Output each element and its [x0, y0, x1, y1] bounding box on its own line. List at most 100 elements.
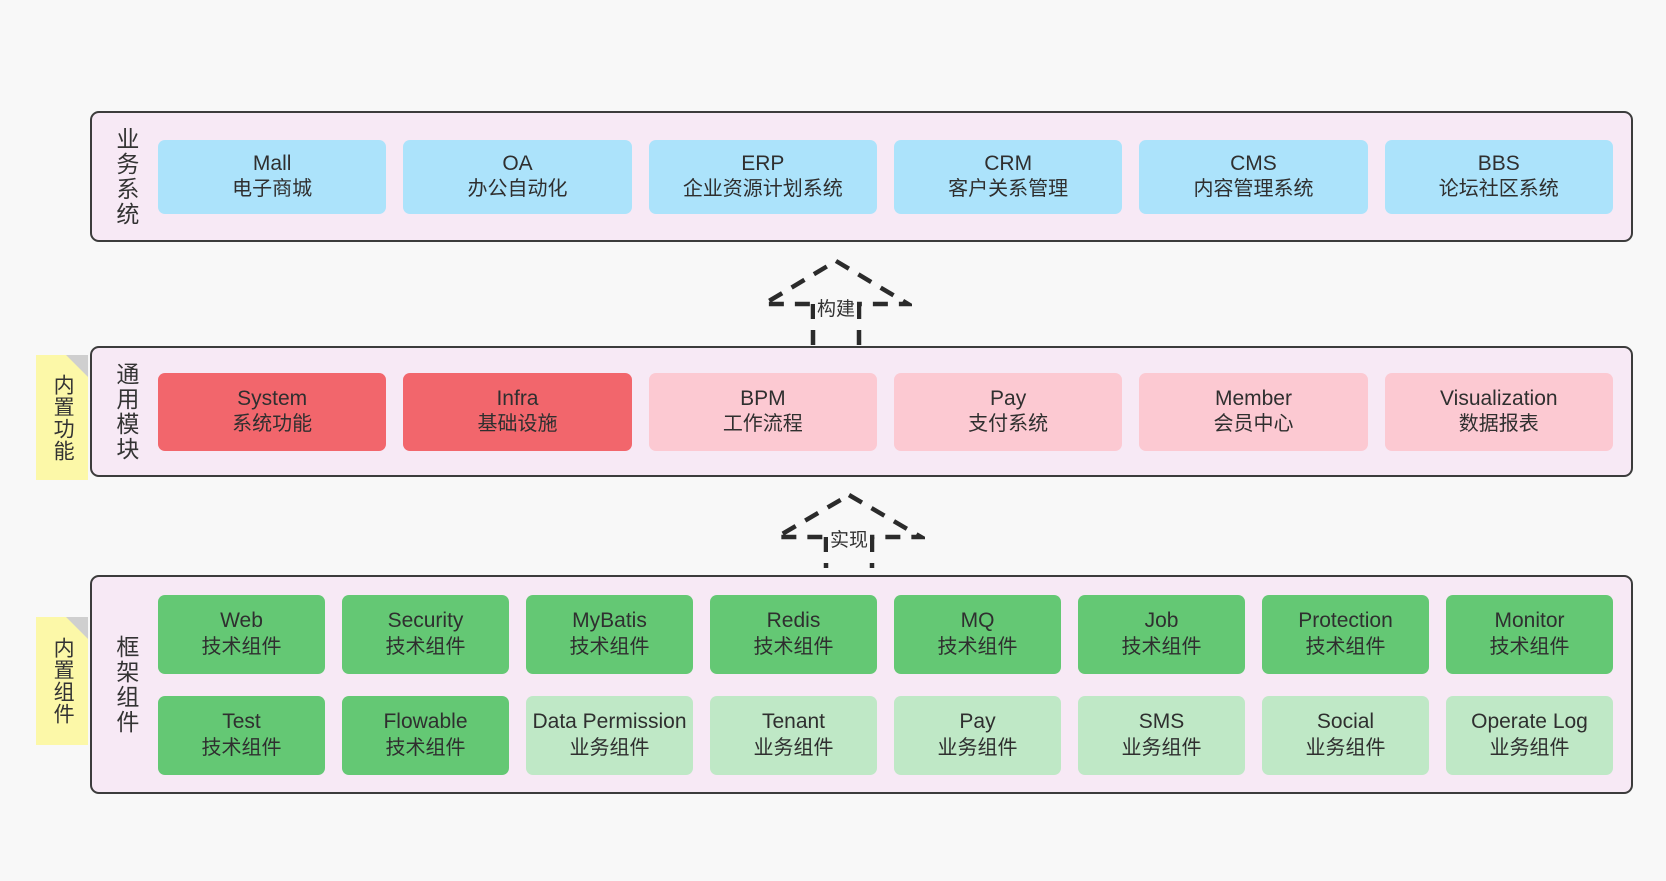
card-system[interactable]: System 系统功能: [158, 372, 387, 451]
card-title-en: SMS: [1138, 710, 1185, 734]
card-title-cn: 论坛社区系统: [1438, 178, 1559, 201]
card-pay-component[interactable]: Pay 业务组件: [894, 695, 1061, 775]
card-title-en: Redis: [766, 609, 821, 633]
card-row: Mall 电子商城 OA 办公自动化 ERP 企业资源计划系统 CRM 客户关系…: [158, 139, 1613, 214]
card-title-en: System: [237, 386, 308, 410]
card-title-en: Job: [1144, 609, 1179, 633]
card-title-cn: 业务组件: [569, 736, 650, 759]
card-flowable[interactable]: Flowable 技术组件: [342, 695, 509, 775]
note-label: 内置功能: [51, 373, 75, 462]
card-crm[interactable]: CRM 客户关系管理: [893, 139, 1123, 214]
card-oa[interactable]: OA 办公自动化: [403, 139, 632, 214]
layer-body-framework: Web 技术组件 Security 技术组件 MyBatis 技术组件 Redi…: [148, 577, 1631, 792]
card-title-en: Infra: [496, 386, 539, 410]
card-data-permission[interactable]: Data Permission 业务组件: [526, 695, 693, 775]
card-title-cn: 技术组件: [201, 635, 282, 658]
card-row: System 系统功能 Infra 基础设施 BPM 工作流程 Pay 支付系统…: [158, 372, 1613, 451]
card-title-en: MQ: [960, 609, 995, 633]
card-job[interactable]: Job 技术组件: [1078, 594, 1245, 674]
card-member[interactable]: Member 会员中心: [1139, 372, 1368, 451]
card-title-cn: 技术组件: [1121, 635, 1202, 658]
card-erp[interactable]: ERP 企业资源计划系统: [648, 139, 877, 214]
card-title-cn: 业务组件: [753, 736, 834, 759]
card-bpm[interactable]: BPM 工作流程: [648, 372, 877, 451]
card-cms[interactable]: CMS 内容管理系统: [1139, 139, 1368, 214]
card-test[interactable]: Test 技术组件: [158, 695, 325, 775]
card-title-en: Social: [1316, 710, 1375, 734]
card-title-en: Security: [387, 609, 464, 633]
note-builtin-functions: 内置功能: [36, 355, 88, 480]
card-title-en: Member: [1214, 386, 1292, 410]
card-infra[interactable]: Infra 基础设施: [403, 372, 632, 451]
card-title-cn: 技术组件: [937, 635, 1018, 658]
card-title-cn: 企业资源计划系统: [682, 178, 843, 201]
generalization-arrow-icon: [773, 492, 925, 568]
card-title-cn: 内容管理系统: [1193, 178, 1314, 201]
generalization-arrow-icon: [760, 258, 912, 346]
arrow-build: 构建: [760, 258, 912, 348]
card-operate-log[interactable]: Operate Log 业务组件: [1446, 695, 1613, 775]
card-mq[interactable]: MQ 技术组件: [894, 594, 1061, 674]
card-title-cn: 技术组件: [753, 635, 834, 658]
card-title-cn: 会员中心: [1213, 413, 1294, 436]
arrow-implement: 实现: [773, 492, 925, 570]
layer-common-modules: 通用模块 System 系统功能 Infra 基础设施 BPM 工作流程 Pay…: [90, 346, 1633, 477]
layer-framework-components: 框架组件 Web 技术组件 Security 技术组件 MyBatis 技术组件…: [90, 575, 1633, 794]
card-mybatis[interactable]: MyBatis 技术组件: [526, 594, 693, 674]
card-title-en: ERP: [741, 151, 785, 175]
card-web[interactable]: Web 技术组件: [158, 594, 325, 674]
card-title-cn: 办公自动化: [467, 178, 568, 201]
layer-title-framework: 框架组件: [112, 634, 139, 735]
layer-body-common: System 系统功能 Infra 基础设施 BPM 工作流程 Pay 支付系统…: [148, 348, 1631, 475]
note-fold-icon: [66, 355, 88, 377]
card-row-business: Test 技术组件 Flowable 技术组件 Data Permission …: [158, 695, 1613, 775]
card-security[interactable]: Security 技术组件: [342, 594, 509, 674]
card-title-en: Pay: [990, 386, 1027, 410]
card-title-cn: 业务组件: [1305, 736, 1386, 759]
card-row-technical: Web 技术组件 Security 技术组件 MyBatis 技术组件 Redi…: [158, 594, 1613, 674]
arrow-label-implement: 实现: [827, 525, 871, 552]
card-title-cn: 业务组件: [1121, 736, 1202, 759]
card-title-cn: 技术组件: [201, 736, 282, 759]
card-title-cn: 工作流程: [722, 413, 803, 436]
card-title-en: Tenant: [761, 710, 826, 734]
layer-title-common: 通用模块: [112, 361, 139, 462]
card-title-cn: 技术组件: [385, 736, 466, 759]
card-title-en: CRM: [984, 151, 1033, 175]
note-builtin-components: 内置组件: [36, 617, 88, 745]
card-pay[interactable]: Pay 支付系统: [893, 372, 1123, 451]
card-title-en: Test: [222, 710, 261, 734]
card-title-cn: 技术组件: [1489, 635, 1570, 658]
card-title-en: Protection: [1298, 609, 1393, 633]
card-title-en: BPM: [740, 386, 786, 410]
card-title-en: Pay: [959, 710, 996, 734]
card-title-en: Mall: [252, 151, 292, 175]
layer-body-business: Mall 电子商城 OA 办公自动化 ERP 企业资源计划系统 CRM 客户关系…: [148, 113, 1631, 240]
card-bbs[interactable]: BBS 论坛社区系统: [1384, 139, 1613, 214]
card-title-en: Visualization: [1440, 386, 1558, 410]
card-sms[interactable]: SMS 业务组件: [1078, 695, 1245, 775]
card-redis[interactable]: Redis 技术组件: [710, 594, 877, 674]
card-protection[interactable]: Protection 技术组件: [1262, 594, 1429, 674]
card-tenant[interactable]: Tenant 业务组件: [710, 695, 877, 775]
card-social[interactable]: Social 业务组件: [1262, 695, 1429, 775]
card-title-cn: 系统功能: [232, 413, 313, 436]
card-title-en: MyBatis: [572, 609, 647, 633]
card-title-en: CMS: [1230, 151, 1277, 175]
card-title-cn: 电子商城: [232, 178, 313, 201]
layer-business-systems: 业务系统 Mall 电子商城 OA 办公自动化 ERP 企业资源计划系统 CRM…: [90, 111, 1633, 242]
card-title-en: Web: [220, 609, 263, 633]
card-visualization[interactable]: Visualization 数据报表: [1384, 372, 1613, 451]
card-title-cn: 客户关系管理: [948, 178, 1069, 201]
card-monitor[interactable]: Monitor 技术组件: [1446, 594, 1613, 674]
card-title-cn: 业务组件: [1489, 736, 1570, 759]
card-title-cn: 技术组件: [385, 635, 466, 658]
note-label: 内置组件: [51, 637, 75, 725]
card-title-cn: 技术组件: [1305, 635, 1386, 658]
card-title-cn: 支付系统: [968, 413, 1049, 436]
arrow-label-build: 构建: [814, 294, 858, 321]
card-title-en: Operate Log: [1471, 710, 1588, 734]
layer-title-business: 业务系统: [112, 126, 139, 227]
card-mall[interactable]: Mall 电子商城: [158, 139, 387, 214]
